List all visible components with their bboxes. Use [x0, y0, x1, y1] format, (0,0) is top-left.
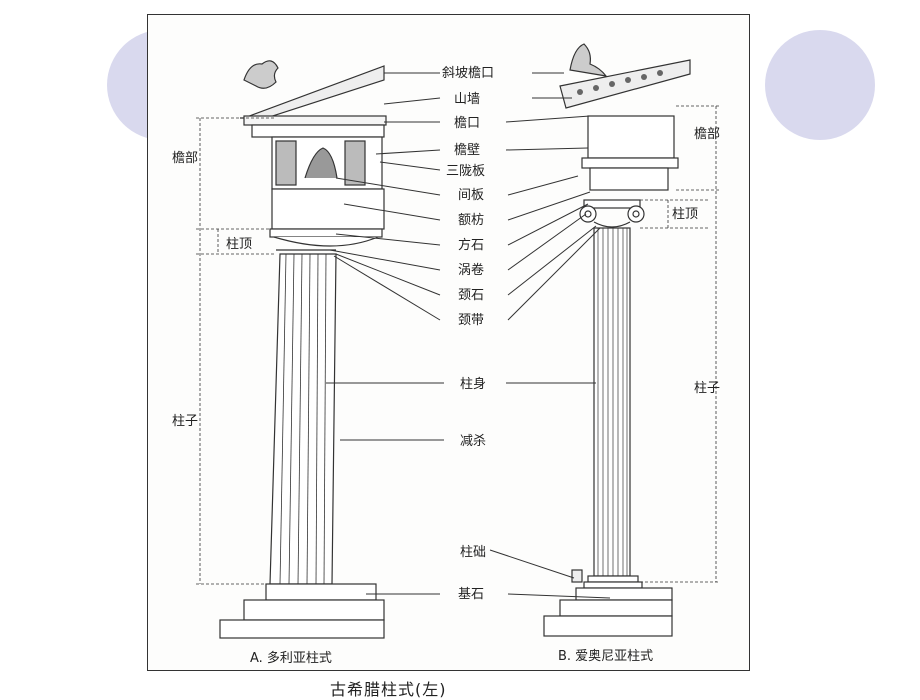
label-architrave: 额枋 [458, 212, 484, 228]
part-labels: 斜坡檐口 山墙 檐口 檐壁 三陇板 间板 额枋 方石 涡卷 颈石 颈带 柱身 减… [172, 66, 720, 666]
decorative-circle-right [765, 30, 875, 140]
label-raking-cornice: 斜坡檐口 [442, 66, 494, 81]
label-triglyph: 三陇板 [446, 164, 485, 179]
label-metope: 间板 [458, 188, 484, 203]
figure-frame: 斜坡檐口 山墙 檐口 檐壁 三陇板 间板 额枋 方石 涡卷 颈石 颈带 柱身 减… [147, 14, 750, 671]
leader-lines [326, 72, 611, 599]
label-shaft: 柱身 [460, 376, 486, 392]
column-orders-diagram: 斜坡檐口 山墙 檐口 檐壁 三陇板 间板 额枋 方石 涡卷 颈石 颈带 柱身 减… [172, 43, 720, 666]
caption-doric: A. 多利亚柱式 [250, 650, 332, 666]
doric-order [219, 60, 387, 639]
dim-left-entablature: 檐部 [172, 151, 198, 166]
label-necking: 颈带 [458, 313, 484, 328]
label-frieze: 檐壁 [454, 143, 480, 158]
label-entasis: 减杀 [460, 434, 486, 449]
dimension-lines [196, 105, 720, 585]
dim-left-column: 柱子 [172, 414, 198, 429]
label-volute: 涡卷 [458, 262, 484, 278]
label-abacus: 方石 [458, 237, 484, 253]
dim-right-entablature: 檐部 [694, 127, 720, 142]
dim-right-capital: 柱顶 [672, 207, 698, 222]
label-cornice: 檐口 [454, 116, 480, 131]
ionic-order [543, 43, 691, 637]
label-base: 柱础 [460, 545, 486, 560]
dim-right-column: 柱子 [694, 381, 720, 396]
label-echinus: 颈石 [458, 288, 484, 303]
dim-left-capital: 柱顶 [226, 237, 252, 252]
bottom-caption: 古希腊柱式(左) [330, 680, 447, 699]
caption-ionic: B. 爱奥尼亚柱式 [558, 649, 653, 664]
label-pediment: 山墙 [454, 92, 480, 107]
label-stylobate: 基石 [458, 587, 484, 602]
